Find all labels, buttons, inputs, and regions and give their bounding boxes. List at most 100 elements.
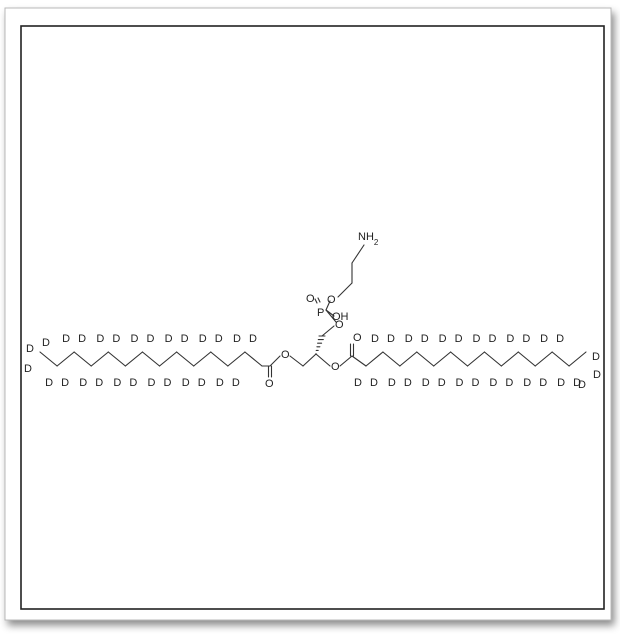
- left-chain-bond: [141, 351, 161, 367]
- deuterium-label: D: [26, 343, 34, 355]
- deuterium-label: D: [370, 377, 378, 389]
- deuterium-label: D: [232, 377, 240, 389]
- phosphate-ester-oxygen-top: O: [327, 294, 336, 306]
- deuterium-label: D: [165, 333, 173, 345]
- deuterium-label: D: [130, 333, 138, 345]
- deuterium-label: D: [129, 377, 137, 389]
- deuterium-label: D: [164, 377, 172, 389]
- deuterium-label: D: [45, 377, 53, 389]
- right-chain-bond: [500, 351, 519, 367]
- deuterium-label: D: [61, 377, 69, 389]
- deuterium-label: D: [182, 377, 190, 389]
- deuterium-label: D: [421, 333, 429, 345]
- left-chain-bond: [56, 351, 75, 367]
- right-chain-bond: [551, 351, 570, 367]
- deuterium-label: D: [438, 377, 446, 389]
- ethanolamine-bond: [351, 244, 365, 264]
- left-chain-bond: [176, 351, 195, 367]
- deuterium-label: D: [79, 377, 87, 389]
- deuterium-label: D: [472, 377, 480, 389]
- deuterium-label: D: [146, 333, 154, 345]
- deuterium-label: D: [216, 377, 224, 389]
- deuterium-label: D: [198, 377, 206, 389]
- right-chain-bond: [416, 351, 435, 367]
- deuterium-label: D: [387, 333, 395, 345]
- deuterium-label: D: [42, 337, 50, 349]
- deuterium-label: D: [540, 333, 548, 345]
- deuterium-label: D: [593, 369, 601, 381]
- deuterium-label: D: [199, 333, 207, 345]
- left-chain-bond: [39, 351, 58, 367]
- deuterium-label: D: [506, 333, 514, 345]
- phosphate-oxo-oxygen: O: [306, 293, 315, 305]
- phosphate-bond: [325, 300, 331, 311]
- left-chain-bond: [210, 351, 229, 367]
- deuterium-label: D: [354, 377, 362, 389]
- deuterium-label: D: [556, 333, 564, 345]
- right-chain-bond: [534, 351, 553, 367]
- right-carbonyl-oxygen: O: [353, 332, 362, 344]
- phosphate-bond: [325, 309, 337, 323]
- deuterium-label: D: [505, 377, 513, 389]
- deuterium-label: D: [472, 333, 480, 345]
- deuterium-label: D: [592, 351, 600, 363]
- deuterium-label: D: [573, 377, 581, 389]
- deuterium-label: D: [112, 333, 120, 345]
- deuterium-label: D: [422, 377, 430, 389]
- left-chain-bond: [193, 351, 212, 367]
- phosphate-double-bond: [314, 298, 318, 304]
- deuterium-label: D: [578, 379, 586, 391]
- deuterium-label: D: [78, 333, 86, 345]
- left-ester-bond: [269, 355, 281, 367]
- deuterium-label: D: [371, 333, 379, 345]
- phosphorus-label: P: [317, 307, 324, 319]
- deuterium-label: D: [489, 377, 497, 389]
- deuterium-label: D: [62, 333, 70, 345]
- phosphate-double-bond: [317, 297, 321, 303]
- right-chain-bond: [517, 351, 536, 367]
- left-chain-bond: [158, 351, 178, 367]
- deuterium-label: D: [95, 377, 103, 389]
- left-ester-oxygen: O: [281, 349, 290, 361]
- deuterium-label: D: [233, 333, 241, 345]
- left-chain-bond: [90, 351, 109, 367]
- glycerol-bond: [321, 325, 335, 337]
- right-chain-bond: [399, 351, 418, 367]
- right-chain-bond: [466, 351, 486, 367]
- deuterium-label: D: [557, 377, 565, 389]
- left-chain-bond: [124, 351, 144, 367]
- right-chain-bond: [351, 355, 367, 367]
- left-chain-bond: [244, 351, 263, 367]
- ethanolamine-bond: [337, 282, 353, 298]
- bond-lines: [39, 244, 587, 378]
- deuterium-label: D: [404, 377, 412, 389]
- deuterium-label: D: [113, 377, 121, 389]
- deuterium-label: D: [456, 377, 464, 389]
- deuterium-label: D: [148, 377, 156, 389]
- left-chain-bond: [227, 351, 246, 367]
- right-chain-bond: [483, 351, 502, 367]
- phosphate-ester-oxygen-bottom: O: [335, 319, 344, 331]
- amine-label: NH2: [358, 231, 379, 247]
- phosphate-bond: [325, 309, 335, 317]
- deuterium-label: D: [249, 333, 257, 345]
- deuterium-label: D: [539, 377, 547, 389]
- deuterium-label: D: [24, 363, 32, 375]
- deuterium-label: D: [488, 333, 496, 345]
- deuterium-label: D: [388, 377, 396, 389]
- deuterium-label: D: [522, 333, 530, 345]
- deuterium-label: D: [96, 333, 104, 345]
- left-carbonyl-oxygen: O: [265, 378, 274, 390]
- inner-frame: [20, 25, 605, 610]
- left-chain-bond: [73, 351, 92, 367]
- phosphate-hydroxyl: OH: [332, 311, 349, 323]
- right-chain-bond: [568, 351, 587, 367]
- deuterium-label: D: [439, 333, 447, 345]
- deuterium-label: D: [455, 333, 463, 345]
- deuterium-label: D: [523, 377, 531, 389]
- glycerol-bond: [302, 353, 317, 367]
- right-chain-bond: [365, 351, 384, 367]
- right-ester-bond: [339, 355, 353, 367]
- deuterium-label: D: [215, 333, 223, 345]
